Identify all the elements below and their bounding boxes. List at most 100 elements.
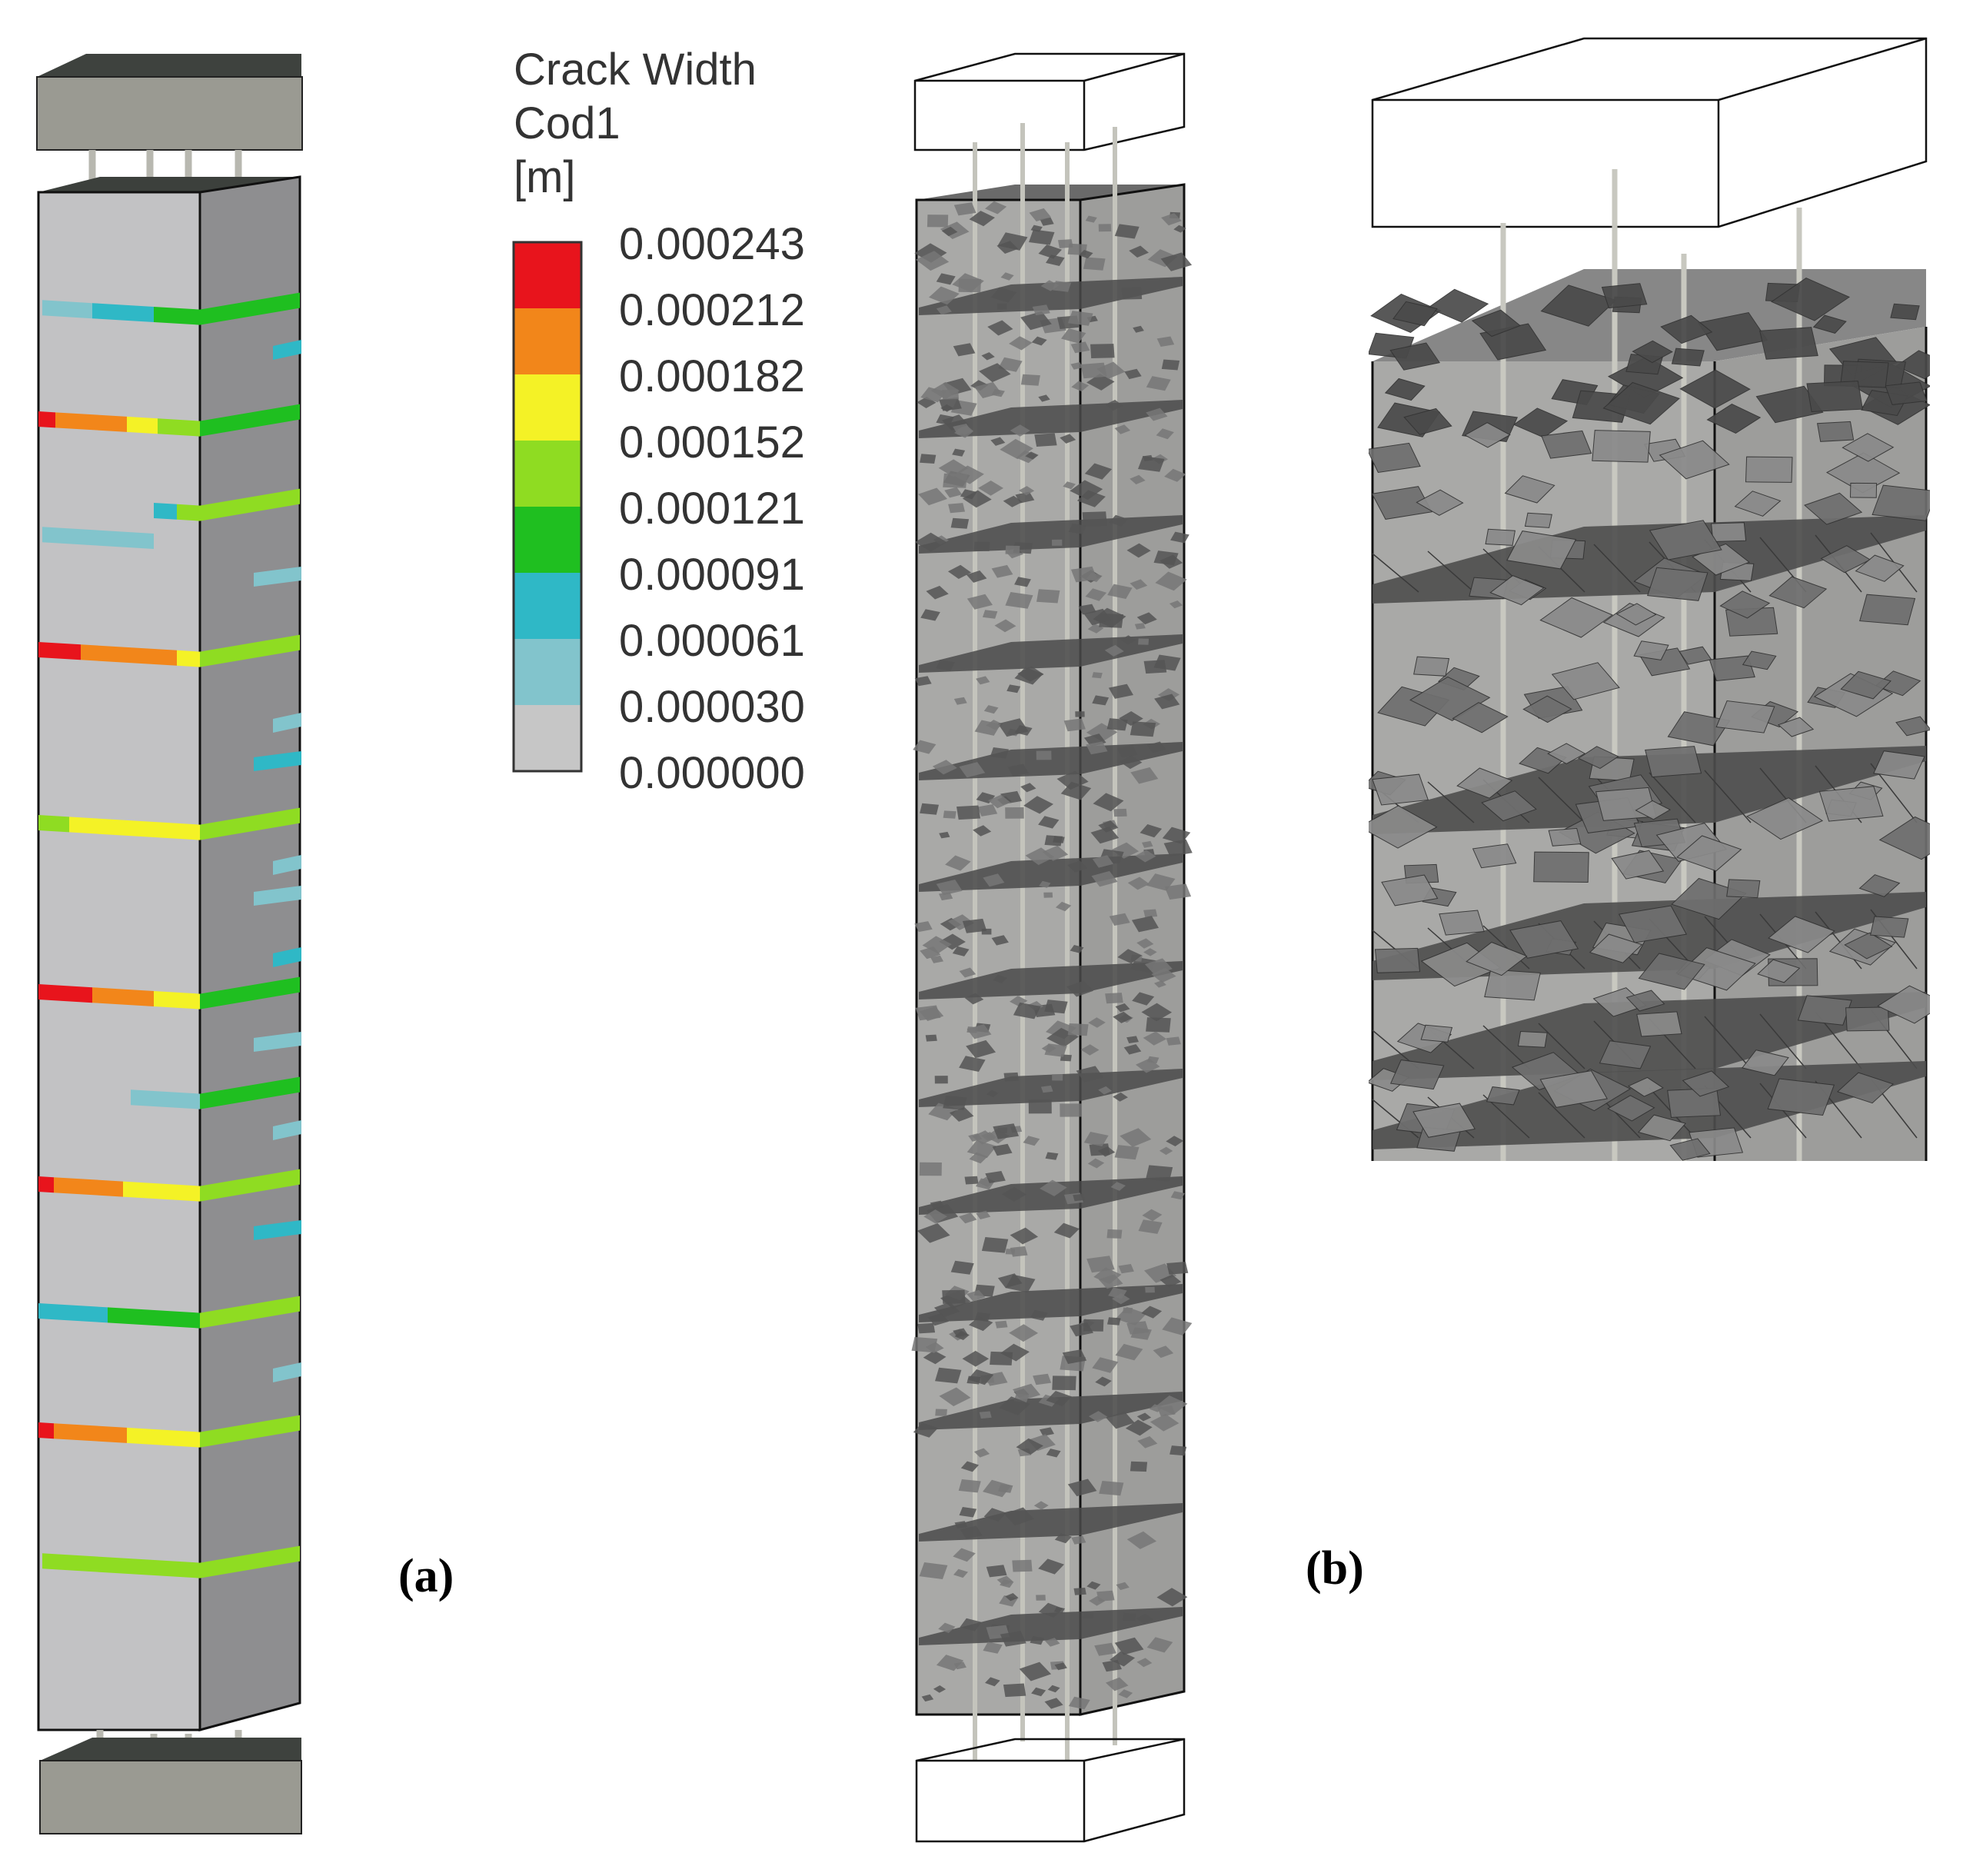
crack-fragment: [979, 1411, 992, 1419]
legend-value: 0.000061: [619, 616, 805, 666]
crack-fragment: [1084, 463, 1113, 480]
crack-fragment: [1130, 579, 1148, 590]
crack-fragment: [990, 437, 1006, 446]
crack-fragment: [1083, 608, 1112, 626]
legend-swatch: [514, 705, 581, 771]
crack-fragment: [954, 1521, 968, 1529]
crack-fragment: [983, 873, 1005, 887]
crack-fragment: [983, 705, 999, 714]
crack-fragment: [1102, 1659, 1122, 1672]
crack-fragment: [1106, 1411, 1135, 1429]
crack-fragment: [1068, 523, 1086, 534]
crack-side-notch: [254, 886, 301, 906]
zoom-crack-fragment: [1439, 910, 1485, 936]
top-plate-wireframe: [913, 52, 1186, 151]
crack-band-segment: [127, 1427, 200, 1448]
crack-fragment: [1070, 480, 1103, 501]
crack-fragment: [960, 1525, 983, 1539]
crack-fragment: [1162, 1317, 1193, 1335]
crack-band-segment: [42, 300, 92, 319]
crack-fragment: [1034, 433, 1057, 447]
crack-fragment: [986, 1565, 1007, 1578]
crack-fragment: [953, 202, 977, 216]
crack-fragment: [1109, 514, 1128, 527]
crack-fragment: [1112, 1293, 1130, 1305]
crack-fragment: [1014, 725, 1033, 736]
zoom-crack-fragment: [1381, 874, 1439, 906]
legend-swatch: [514, 374, 581, 441]
crack-fragment: [1146, 1165, 1173, 1182]
zoom-crack-fragment: [1374, 947, 1421, 973]
crack-plane: [919, 1392, 1183, 1430]
crack-band-segment: [55, 412, 127, 432]
zoom-crack-fragment: [1875, 670, 1921, 697]
crack-fragment: [979, 363, 1011, 383]
crack-fragment: [1030, 1309, 1048, 1321]
zoom-crack-fragment: [1602, 381, 1680, 425]
crack-fragment: [1045, 1638, 1060, 1647]
crack-fragment: [1117, 745, 1138, 758]
crack-fragment: [936, 305, 952, 315]
crack-fragment: [1033, 1501, 1049, 1510]
crack-fragment: [1118, 1689, 1133, 1698]
panel-b-crack-planes: (b): [911, 52, 1364, 1843]
zoom-crack-fragment: [1806, 381, 1863, 413]
crack-fragment: [1127, 876, 1150, 890]
crack-fragment: [985, 1171, 1006, 1183]
legend-swatch: [514, 573, 581, 639]
crack-band-side: [200, 1076, 300, 1109]
crack-fragment: [983, 1508, 1006, 1522]
crack-fragment: [1146, 376, 1171, 391]
top-plate: [36, 54, 303, 151]
crack-fragment: [1131, 916, 1159, 933]
crack-bands: [38, 292, 301, 1578]
crack-fragment: [920, 387, 947, 403]
zoom-crack-fragment: [1472, 843, 1517, 869]
crack-fragment: [1110, 1182, 1126, 1191]
crack-fragment: [929, 286, 960, 305]
zoom-grid-line: [1538, 1092, 1585, 1139]
crack-band-segment: [42, 527, 154, 549]
zoom-crack-fragment: [1551, 662, 1620, 700]
crack-fragment: [967, 1024, 992, 1039]
zoom-grid-line: [1538, 1023, 1585, 1069]
crack-band-segment: [92, 987, 154, 1006]
zoom-crack-fragment: [1669, 1138, 1711, 1161]
crack-band-segment: [42, 1553, 200, 1578]
zoom-crack-planes: [1369, 278, 1930, 1161]
crack-side-notch: [254, 751, 301, 771]
crack-fragment: [1067, 1023, 1089, 1036]
crack-fragment: [1019, 1661, 1052, 1681]
crack-fragment: [1083, 257, 1106, 271]
zoom-crack-fragment: [1389, 342, 1441, 371]
crack-fragment: [1061, 328, 1086, 344]
crack-fragment: [933, 1685, 947, 1693]
crack-fragment: [953, 1548, 976, 1562]
crack-fragment: [972, 1130, 996, 1145]
zoom-grid-line: [1593, 544, 1641, 593]
crack-fragment: [967, 594, 993, 610]
zoom-crack-fragment: [1524, 512, 1552, 528]
crack-fragment: [1125, 1419, 1153, 1436]
zoom-crack-fragment: [1540, 284, 1617, 327]
crack-fragment: [990, 287, 1017, 303]
crack-fragment: [1114, 1145, 1140, 1160]
zoom-crack-fragment: [1522, 695, 1572, 723]
crack-fragment: [1085, 588, 1107, 601]
zoom-crack-fragment: [1633, 640, 1669, 660]
zoom-crack-fragment: [1589, 933, 1643, 963]
crack-fragment: [1136, 1658, 1153, 1668]
crack-fragment: [967, 1139, 997, 1159]
zoom-crack-fragment: [1638, 1114, 1687, 1142]
crack-fragment: [1143, 660, 1167, 674]
crack-fragment: [1013, 1002, 1041, 1019]
crack-fragment: [1045, 1152, 1059, 1160]
crack-fragment: [1005, 1593, 1019, 1602]
crack-fragment: [925, 1342, 944, 1353]
crack-fragment: [1083, 1612, 1094, 1619]
crack-band-segment: [38, 642, 81, 660]
crack-fragment: [1082, 511, 1107, 527]
crack-fragment: [913, 1422, 939, 1438]
crack-band-segment: [158, 418, 200, 437]
crack-fragment: [923, 1350, 947, 1365]
